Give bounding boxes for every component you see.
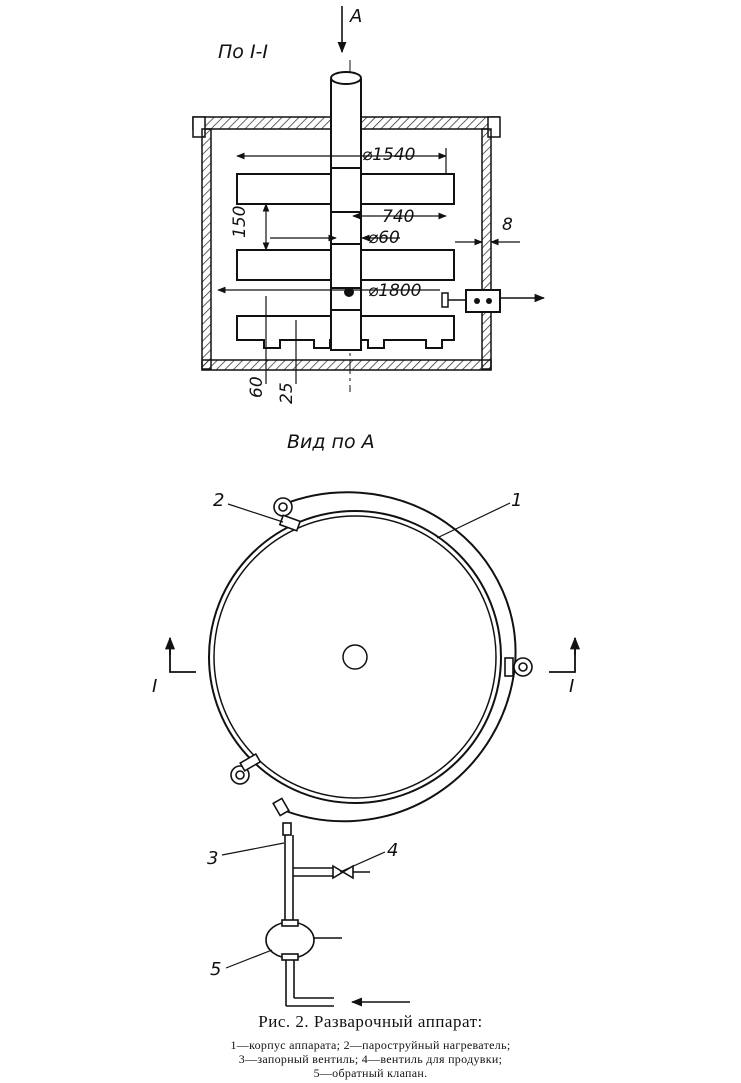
callout-1: 1 (511, 490, 522, 511)
piping (265, 822, 410, 1007)
view-arrow-label: А (349, 6, 362, 27)
dim-8: 8 (502, 215, 513, 235)
dim-d1800: ⌀1800 (368, 281, 422, 301)
dim-60: 60 (247, 376, 267, 398)
view-label: Вид по А (287, 431, 375, 453)
vessel-section (192, 116, 501, 371)
callout-5: 5 (210, 959, 221, 980)
caption-line: 3—запорный вентиль; 4—вентиль для продув… (238, 1052, 503, 1066)
dimension-lines (217, 148, 520, 384)
dim-150: 150 (230, 206, 250, 238)
caption-legend: 1—корпус аппарата; 2—пароструйный нагрев… (150, 1038, 591, 1080)
agitator-blades (236, 167, 455, 351)
steam-injector-plan (230, 497, 533, 817)
section-title: По I-I (218, 41, 268, 63)
dim-d1540: ⌀1540 (362, 145, 416, 165)
vessel-plan (208, 491, 517, 823)
steam-injector-section (441, 289, 546, 313)
section-mark-right: I (569, 676, 574, 697)
dim-d60: ⌀60 (368, 228, 400, 248)
section-mark-left: I (152, 676, 157, 697)
callout-3: 3 (207, 848, 218, 869)
callout-leaders (221, 502, 511, 969)
callout-2: 2 (213, 490, 224, 511)
section-marks (164, 636, 581, 673)
dim-740: 740 (382, 207, 414, 227)
caption-line: 5—обратный клапан. (313, 1066, 428, 1080)
caption-line: 1—корпус аппарата; 2—пароструйный нагрев… (230, 1038, 511, 1052)
dim-25: 25 (277, 382, 297, 404)
caption-title: Рис. 2. Разварочный аппарат: (258, 1012, 483, 1031)
callout-4: 4 (387, 840, 398, 861)
